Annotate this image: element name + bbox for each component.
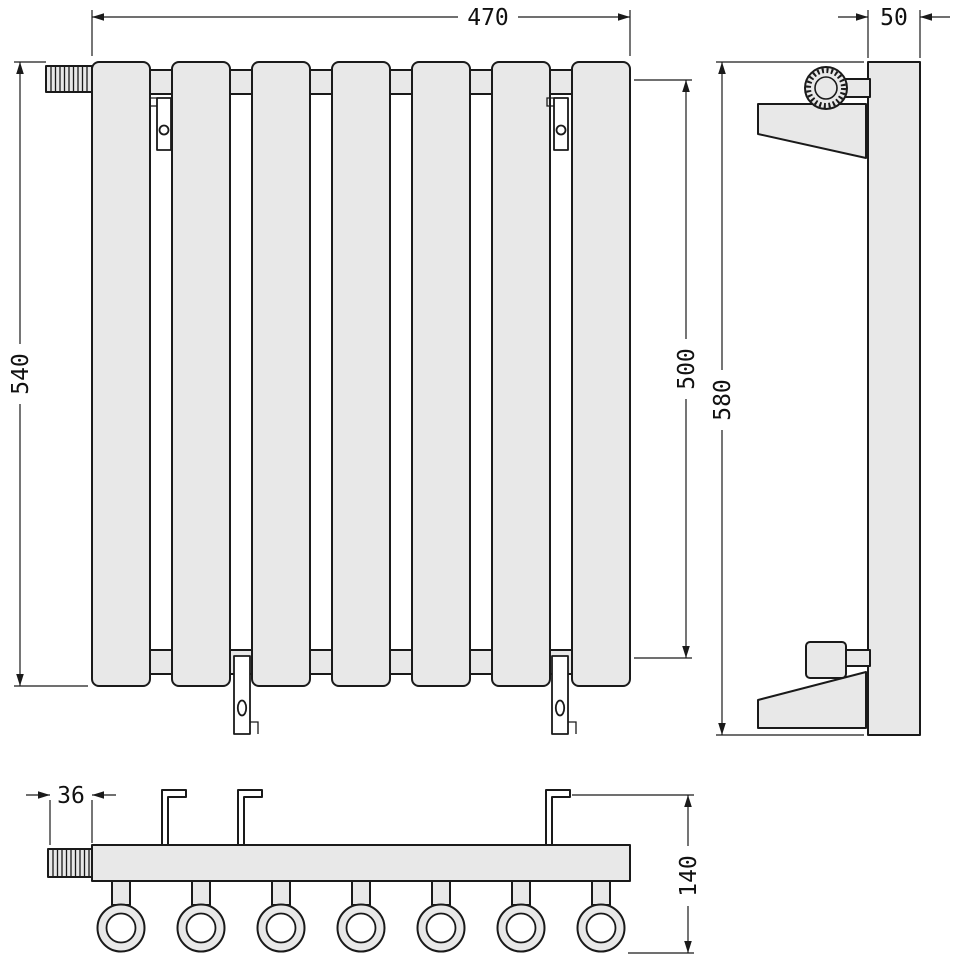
fitting-block [805, 641, 847, 679]
radiator-panel [331, 61, 391, 687]
valve-knob [804, 66, 848, 110]
dimension-front-height-total-label: 540 [8, 353, 34, 395]
lower-mounting-bracket [233, 655, 259, 735]
bracket-hook [545, 789, 571, 845]
radiator-panel [171, 61, 231, 687]
dimension-bottom-depth-label: 140 [676, 855, 702, 897]
dimension-front-height-total: 540 [8, 61, 88, 687]
bracket-hook [161, 789, 187, 845]
dimension-side-height: 580 [710, 61, 864, 736]
radiator-panels [91, 61, 631, 687]
fitting-connector [843, 649, 871, 667]
front-view: 470 540 500 [8, 5, 700, 735]
air-vent-cap-bottom [47, 848, 93, 878]
side-view: 50 580 [710, 5, 950, 736]
dimension-side-depth-label: 50 [880, 5, 908, 31]
dimension-front-height-panel-label: 500 [674, 348, 700, 390]
upper-mounting-bracket [546, 97, 569, 151]
air-vent-cap [45, 65, 93, 93]
dimension-front-width: 470 [91, 5, 631, 56]
upper-mounting-bracket [149, 97, 172, 151]
dimension-front-width-label: 470 [467, 5, 509, 31]
dimension-bottom-cap-width-label: 36 [57, 783, 85, 809]
collector-tubes [96, 880, 626, 953]
radiator-panel [251, 61, 311, 687]
radiator-panel [571, 61, 631, 687]
bracket-hook [237, 789, 263, 845]
dimension-front-height-panel: 500 [634, 79, 700, 659]
lower-mounting-bracket [551, 655, 577, 735]
side-panel [867, 61, 921, 736]
radiator-panel [91, 61, 151, 687]
radiator-panel [411, 61, 471, 687]
dimension-bottom-depth: 140 [572, 794, 702, 954]
bottom-manifold [91, 844, 631, 882]
dimension-side-height-label: 580 [710, 379, 736, 421]
side-bottom-bracket [757, 641, 871, 729]
radiator-panel [491, 61, 551, 687]
dimension-side-depth: 50 [838, 5, 950, 58]
side-top-bracket [757, 66, 871, 159]
bottom-view: 36 140 [26, 783, 702, 954]
dimension-bottom-cap-width: 36 [26, 783, 116, 845]
